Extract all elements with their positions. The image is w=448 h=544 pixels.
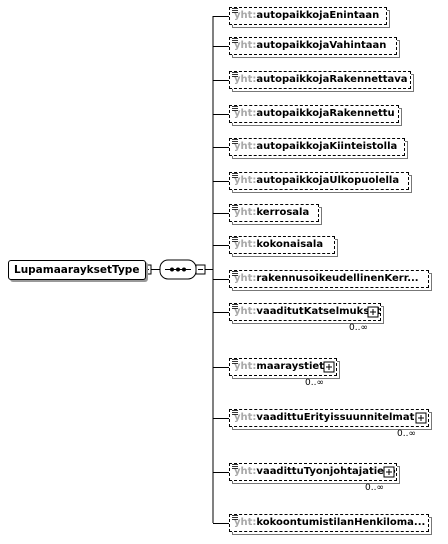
- element-autopaikkojaRakennettava[interactable]: yht:autopaikkojaRakennettava: [229, 71, 411, 89]
- namespace-prefix: yht:: [234, 141, 257, 152]
- element-name: vaadittuErityissuunnitelmat...: [256, 412, 426, 423]
- element-name: autopaikkojaEnintaan: [256, 10, 380, 21]
- sequence-compositor-icon: [159, 259, 197, 280]
- namespace-prefix: yht:: [234, 239, 257, 250]
- element-name: autopaikkojaUlkopuolella: [256, 175, 400, 186]
- element-kokoontumistilanHenkilomaara[interactable]: yht:kokoontumistilanHenkiloma...: [229, 514, 429, 532]
- element-name: rakennusoikeudellinenKerr...: [256, 273, 419, 284]
- namespace-prefix: yht:: [234, 108, 257, 119]
- element-name: kokoontumistilanHenkiloma...: [256, 517, 426, 528]
- namespace-prefix: yht:: [234, 175, 257, 186]
- element-name: autopaikkojaRakennettu: [256, 108, 395, 119]
- element-name: autopaikkojaKiinteistolla: [256, 141, 398, 152]
- sequence-collapse-icon[interactable]: [195, 264, 206, 275]
- element-autopaikkojaUlkopuolella[interactable]: yht:autopaikkojaUlkopuolella: [229, 172, 409, 190]
- element-vaadittuErityissuunnitelma[interactable]: yht:vaadittuErityissuunnitelmat...: [229, 409, 429, 427]
- namespace-prefix: yht:: [234, 517, 257, 528]
- namespace-prefix: yht:: [234, 74, 257, 85]
- element-rakennusoikeudellinenKerrosala[interactable]: yht:rakennusoikeudellinenKerr...: [229, 270, 429, 288]
- namespace-prefix: yht:: [234, 10, 257, 21]
- element-vaaditutKatselmukset[interactable]: yht:vaaditutKatselmukset: [229, 303, 381, 321]
- occurrence-label: 0..∞: [349, 323, 368, 333]
- root-type-name: LupamaarayksetType: [14, 264, 140, 276]
- namespace-prefix: yht:: [234, 273, 257, 284]
- element-name: autopaikkojaRakennettava: [256, 74, 408, 85]
- element-kerrosala[interactable]: yht:kerrosala: [229, 204, 319, 222]
- element-maaraystieto[interactable]: yht:maaraystieto: [229, 358, 337, 376]
- root-type-box[interactable]: LupamaarayksetType: [8, 260, 146, 280]
- occurrence-label: 0..∞: [305, 378, 324, 388]
- element-autopaikkojaKiinteistolla[interactable]: yht:autopaikkojaKiinteistolla: [229, 138, 405, 156]
- element-autopaikkojaVahintaan[interactable]: yht:autopaikkojaVahintaan: [229, 37, 397, 55]
- element-name: maaraystieto: [256, 361, 331, 372]
- element-autopaikkojaRakennettu[interactable]: yht:autopaikkojaRakennettu: [229, 105, 399, 123]
- namespace-prefix: yht:: [234, 412, 257, 423]
- occurrence-label: 0..∞: [365, 483, 384, 493]
- element-name: kerrosala: [256, 207, 310, 218]
- occurrence-label: 0..∞: [397, 429, 416, 439]
- namespace-prefix: yht:: [234, 466, 257, 477]
- element-autopaikkojaEnintaan[interactable]: yht:autopaikkojaEnintaan: [229, 7, 387, 25]
- namespace-prefix: yht:: [234, 361, 257, 372]
- namespace-prefix: yht:: [234, 207, 257, 218]
- element-name: vaadittuTyonjohtajatieto: [256, 466, 396, 477]
- element-name: kokonaisala: [256, 239, 324, 250]
- namespace-prefix: yht:: [234, 306, 257, 317]
- element-name: vaaditutKatselmukset: [256, 306, 381, 317]
- element-kokonaisala[interactable]: yht:kokonaisala: [229, 236, 335, 254]
- element-vaadittuTyonjohtajatieto[interactable]: yht:vaadittuTyonjohtajatieto: [229, 463, 397, 481]
- element-name: autopaikkojaVahintaan: [256, 40, 387, 51]
- namespace-prefix: yht:: [234, 40, 257, 51]
